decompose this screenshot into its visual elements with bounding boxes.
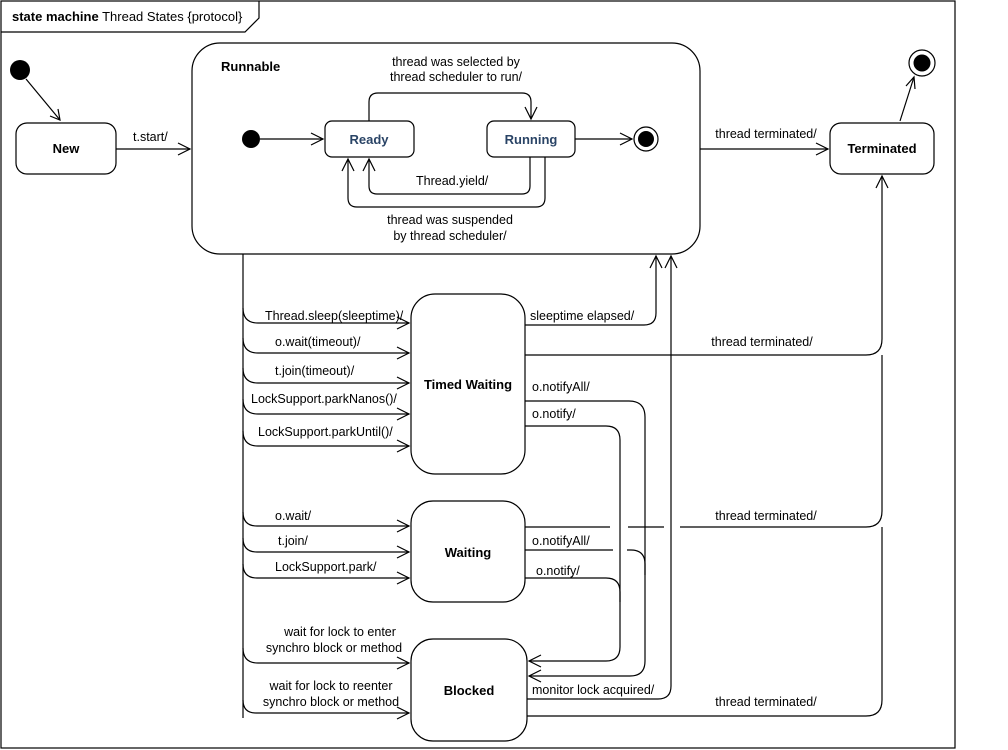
edge-park-until: [242, 430, 409, 447]
label-sleep: Thread.sleep(sleeptime)/: [265, 309, 404, 323]
edge-park-nanos: [242, 398, 409, 415]
edge-initial-to-new: [25, 78, 61, 121]
arrowhead: [362, 157, 376, 172]
final-state-dot: [913, 54, 931, 72]
edge-tw-terminated: [525, 176, 883, 356]
label-park-until: LockSupport.parkUntil()/: [258, 425, 393, 439]
label-monitor-lock: monitor lock acquired/: [532, 683, 655, 697]
arrowhead: [310, 132, 325, 146]
edge-sleeptime-elapsed: [525, 256, 657, 326]
label-o-wait: o.wait/: [275, 509, 312, 523]
arrowhead: [396, 656, 411, 670]
arrowhead: [396, 519, 411, 533]
edge-tw-notify: [525, 425, 621, 662]
label-wait-timeout: o.wait(timeout)/: [275, 335, 361, 349]
arrowhead: [815, 142, 830, 156]
arrowhead: [177, 142, 192, 156]
edge-ready-to-running: [368, 92, 532, 121]
label-w-notify: o.notify/: [536, 564, 580, 578]
state-timed-waiting-label: Timed Waiting: [424, 377, 512, 392]
edge-wait-timeout: [242, 337, 409, 354]
label-yield: Thread.yield/: [416, 174, 489, 188]
arrowhead: [396, 706, 411, 720]
frame-header: state machine Thread States {protocol}: [12, 9, 243, 24]
arrowhead: [527, 669, 542, 683]
label-tw-notify-all: o.notifyAll/: [532, 380, 590, 394]
label-t-start: t.start/: [133, 130, 168, 144]
arrowhead: [664, 254, 678, 269]
label-park-nanos: LockSupport.parkNanos()/: [251, 392, 397, 406]
state-timed-waiting: [410, 293, 526, 475]
label-reenter-line2: synchro block or method: [263, 695, 399, 709]
label-b-terminated: thread terminated/: [715, 695, 817, 709]
arrowhead: [396, 346, 411, 360]
edge-w-notify-all: [525, 549, 646, 575]
label-tw-notify: o.notify/: [532, 407, 576, 421]
arrowhead: [619, 132, 634, 146]
edge-t-join: [242, 537, 409, 553]
state-blocked: [410, 638, 528, 742]
edge-sleep: [242, 307, 409, 324]
label-w-notify-all: o.notifyAll/: [532, 534, 590, 548]
label-runnable-terminated: thread terminated/: [715, 127, 817, 141]
label-reenter-line1: wait for lock to reenter: [269, 679, 393, 693]
initial-pseudostate: [10, 60, 30, 80]
edge-join-timeout: [242, 367, 409, 384]
edge-tw-notify-all: [525, 400, 646, 677]
state-blocked-label: Blocked: [444, 683, 495, 698]
label-t-join: t.join/: [278, 534, 308, 548]
frame-header-tab: [1, 1, 260, 33]
arrowhead: [875, 174, 889, 189]
edge-enter-lock: [242, 647, 409, 664]
state-runnable-label: Runnable: [221, 59, 280, 74]
state-terminated: [829, 122, 935, 175]
arrowhead: [396, 376, 411, 390]
arrowhead: [396, 439, 411, 453]
edge-monitor-lock-acquired: [527, 256, 672, 700]
edge-w-notify: [525, 577, 621, 602]
runnable-final-state-dot: [638, 131, 654, 147]
arrowhead: [396, 407, 411, 421]
edge-park: [242, 563, 409, 579]
label-suspended-line1: thread was suspended: [387, 213, 513, 227]
state-waiting: [410, 500, 526, 603]
label-enter-line2: synchro block or method: [266, 641, 402, 655]
label-park: LockSupport.park/: [275, 560, 377, 574]
label-suspended-line2: by thread scheduler/: [393, 229, 507, 243]
edge-b-terminated: [527, 527, 883, 717]
label-sleeptime-elapsed: sleeptime elapsed/: [530, 309, 635, 323]
edge-running-suspended-to-ready: [347, 157, 546, 208]
label-w-terminated: thread terminated/: [715, 509, 817, 523]
arrowhead: [341, 157, 355, 172]
arrowhead: [527, 654, 542, 668]
edge-terminated-to-final: [899, 76, 915, 122]
state-running-label: Running: [505, 132, 558, 147]
state-new-label: New: [53, 141, 81, 156]
edge-o-wait: [242, 511, 409, 527]
arrowhead: [396, 316, 411, 330]
edge-running-yield-to-ready: [368, 157, 531, 195]
state-ready-label: Ready: [349, 132, 389, 147]
diagram-frame: [0, 0, 956, 749]
arrowhead: [524, 106, 538, 121]
state-waiting-label: Waiting: [445, 545, 492, 560]
arrowhead: [396, 545, 411, 559]
arrowhead: [49, 108, 61, 121]
edge-w-terminated: [525, 355, 883, 528]
label-selected-line2: thread scheduler to run/: [390, 70, 523, 84]
label-enter-line1: wait for lock to enter: [283, 625, 396, 639]
label-selected-line1: thread was selected by: [392, 55, 521, 69]
state-terminated-label: Terminated: [847, 141, 916, 156]
edge-reenter-lock: [242, 699, 409, 714]
label-tw-terminated: thread terminated/: [711, 335, 813, 349]
arrowhead: [649, 254, 663, 269]
runnable-initial-pseudostate: [242, 130, 260, 148]
arrowhead: [905, 75, 916, 90]
label-join-timeout: t.join(timeout)/: [275, 364, 355, 378]
arrowhead: [396, 571, 411, 585]
